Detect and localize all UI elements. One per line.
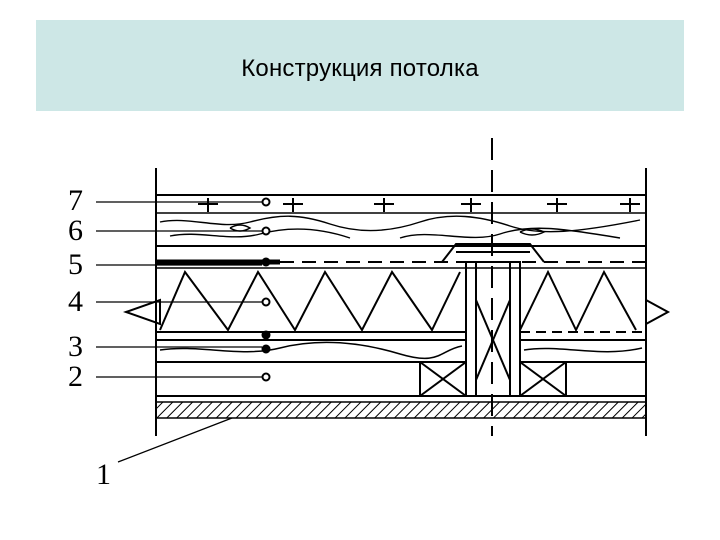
callout-5: 5 xyxy=(68,248,83,281)
layer-7-floor-boards xyxy=(156,194,646,214)
callout-4: 4 xyxy=(68,285,83,318)
dot-5 xyxy=(261,257,271,267)
callout-6: 6 xyxy=(68,214,83,247)
dot-4 xyxy=(261,297,271,307)
callout-3: 3 xyxy=(68,330,83,363)
dot-3a xyxy=(261,330,271,340)
title-banner: Конструкция потолка xyxy=(36,20,684,111)
layer-3-subfloor-board xyxy=(156,339,646,363)
layer-5-vapor-barrier xyxy=(156,259,646,269)
dot-3b xyxy=(261,344,271,354)
dot-6 xyxy=(261,226,271,236)
layer-1-plaster xyxy=(155,401,647,419)
callout-2: 2 xyxy=(68,360,83,393)
dot-7 xyxy=(261,197,271,207)
slide-title: Конструкция потолка xyxy=(241,55,479,82)
layer-4-insulation xyxy=(122,269,671,333)
leader-lines xyxy=(96,201,262,463)
callout-7: 7 xyxy=(68,184,83,217)
callout-1: 1 xyxy=(96,458,111,491)
layer-6-wood-plank xyxy=(156,215,646,247)
dot-2 xyxy=(261,372,271,382)
leader-dots xyxy=(261,197,271,382)
